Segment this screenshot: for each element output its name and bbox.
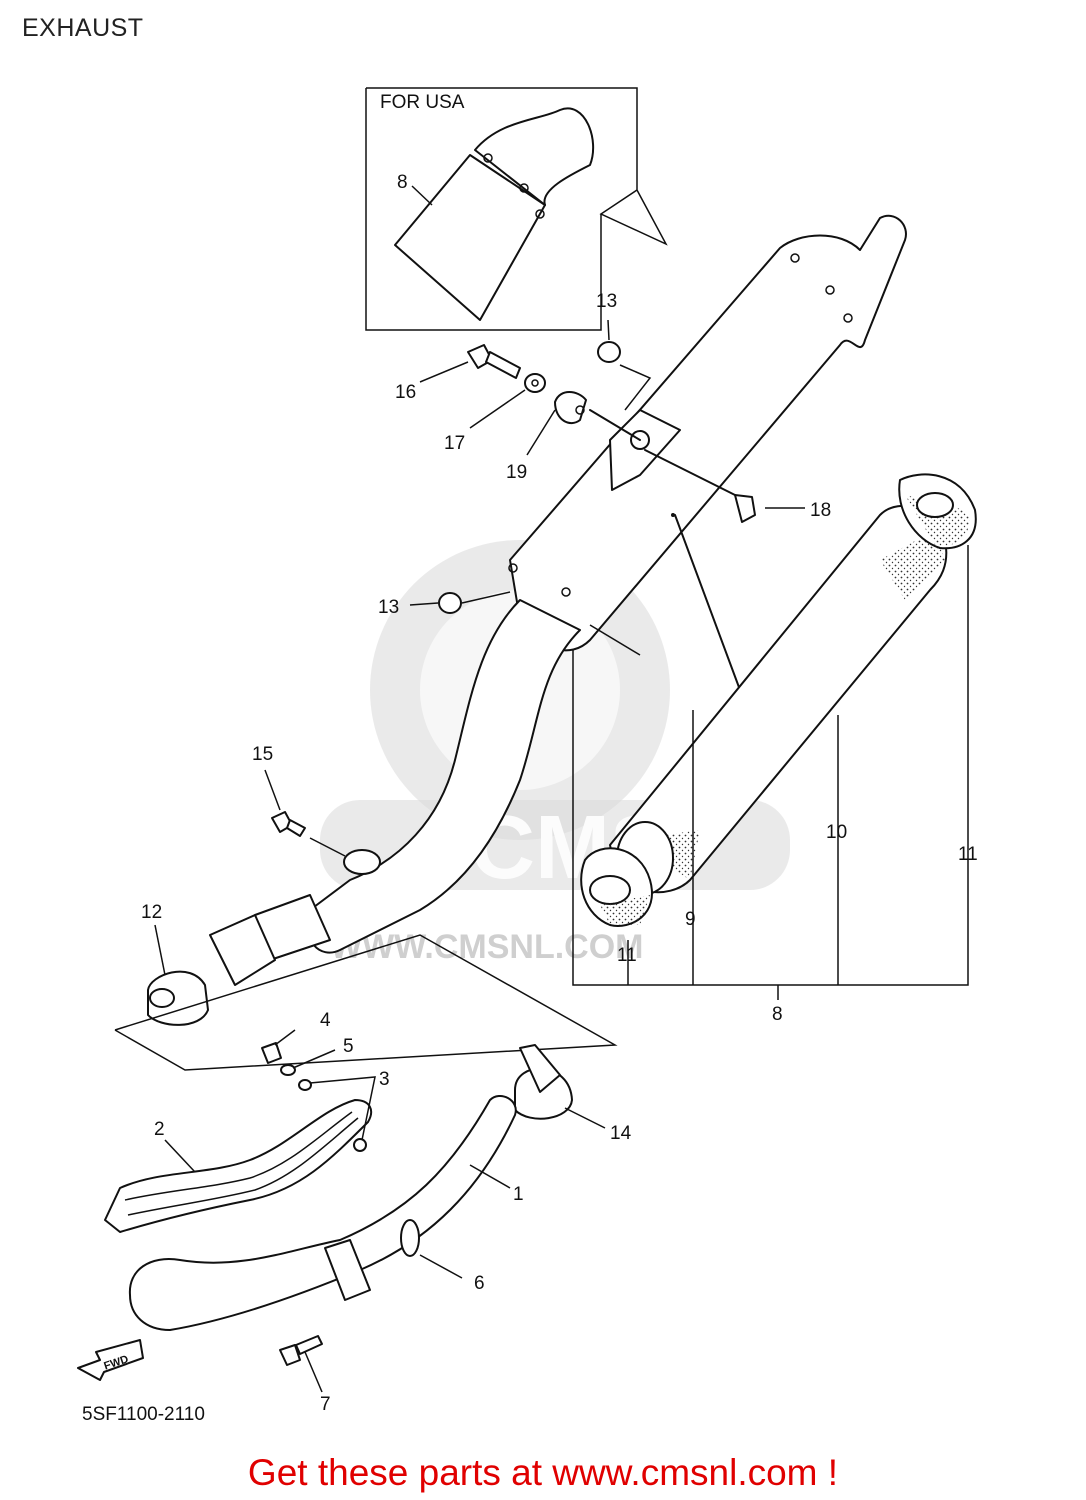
diagram-code: 5SF1100-2110 xyxy=(82,1404,205,1425)
callout-10: 10 xyxy=(826,822,847,843)
watermark-text: WWW.CMSNL.COM xyxy=(330,928,644,966)
callout-17: 17 xyxy=(444,433,465,454)
callout-11-left: 11 xyxy=(617,945,637,966)
callout-13-lower: 13 xyxy=(378,597,399,618)
hardware: FWD xyxy=(77,341,756,1381)
callout-4: 4 xyxy=(320,1010,331,1031)
muffler-assembly xyxy=(209,214,907,986)
callout-labels: 8 13 16 17 19 18 13 15 10 11 9 11 12 8 4… xyxy=(82,172,978,1425)
callout-6: 6 xyxy=(474,1273,485,1294)
group-bracket xyxy=(572,545,969,1000)
usa-inset-label: FOR USA xyxy=(380,92,465,113)
leader-lines xyxy=(154,319,805,1393)
fwd-arrow-icon xyxy=(77,1339,144,1381)
callout-8-main: 8 xyxy=(772,1004,783,1025)
callout-12: 12 xyxy=(141,902,162,923)
callout-5: 5 xyxy=(343,1036,354,1057)
callout-15: 15 xyxy=(252,744,273,765)
promo-link[interactable]: Get these parts at www.cmsnl.com ! xyxy=(247,1452,839,1493)
callout-18: 18 xyxy=(810,500,831,521)
callout-19: 19 xyxy=(506,462,527,483)
usa-inset: FOR USA xyxy=(365,87,668,331)
page-title: EXHAUST xyxy=(22,14,144,42)
callout-14: 14 xyxy=(610,1123,632,1144)
silencer-tubes xyxy=(580,473,977,927)
callout-3: 3 xyxy=(379,1069,390,1090)
callout-9: 9 xyxy=(685,909,696,930)
callout-8-usa: 8 xyxy=(397,172,408,193)
callout-16: 16 xyxy=(395,382,416,403)
callout-11-right: 11 xyxy=(958,844,978,865)
callout-13-top: 13 xyxy=(596,291,617,312)
callout-1: 1 xyxy=(513,1184,524,1205)
callout-2: 2 xyxy=(154,1119,165,1140)
callout-7: 7 xyxy=(320,1394,331,1415)
